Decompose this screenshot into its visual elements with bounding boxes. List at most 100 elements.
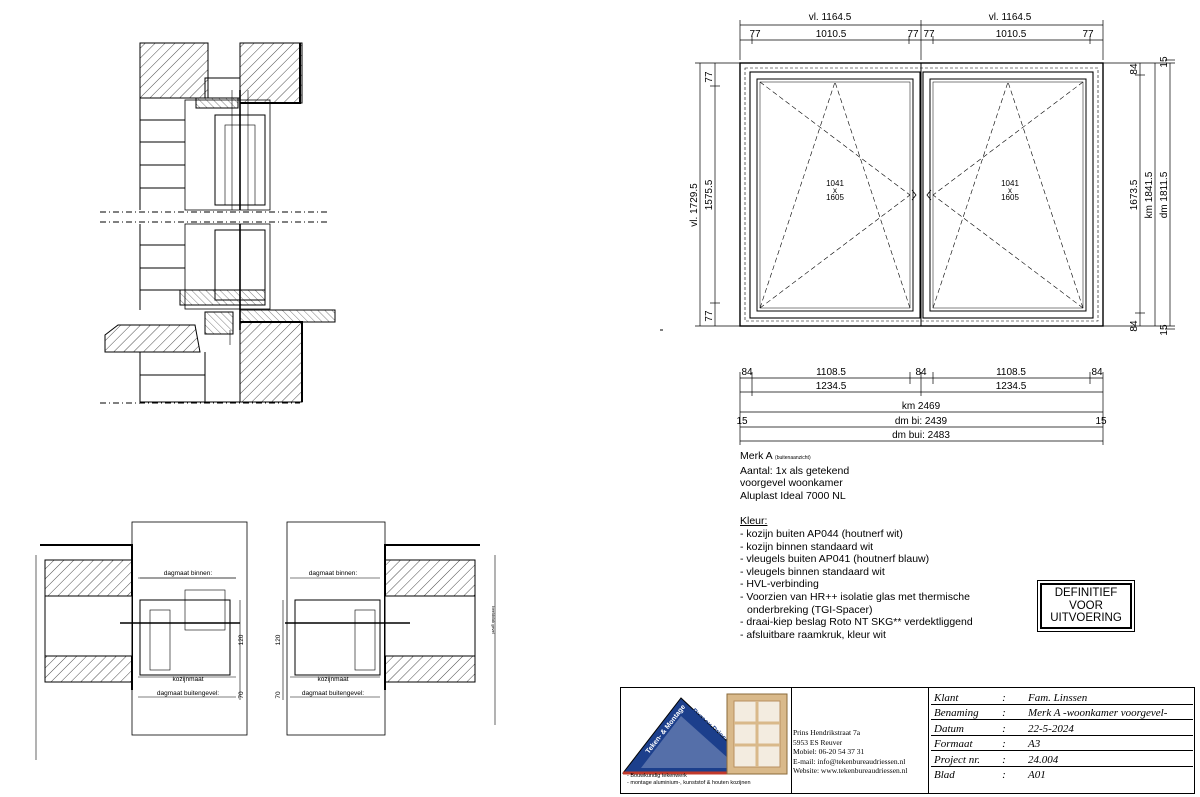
company-address: Prins Hendrikstraat 7a 5953 ES Reuver Mo… (791, 688, 929, 793)
horizontal-section-left (40, 521, 248, 736)
dim-left-top-profile: 77 (704, 71, 715, 83)
dim-bottom-row1: 1108.5 (996, 367, 1026, 378)
dim-bottom-row1: 84 (915, 367, 927, 378)
kleur-item: onderbreking (TGI-Spacer) (747, 603, 873, 616)
dim-left-bottom-profile: 77 (704, 310, 715, 322)
dim-right-km: km 1841.5 (1144, 171, 1155, 218)
notes-title-text: Merk A (740, 450, 773, 462)
address-line: Website: www.tekenbureaudriessen.nl (793, 766, 908, 776)
title-value: Fam. Linssen (1028, 691, 1088, 704)
title-value: A01 (1028, 769, 1046, 781)
label-120-left: 120 (238, 634, 245, 645)
dim-bottom-km: km 2469 (902, 401, 941, 412)
dim-top-seg: 77 (907, 29, 919, 40)
notes-line: Aluplast Ideal 7000 NL (740, 489, 846, 502)
vertical-section-detail (100, 42, 336, 404)
kleur-item: - Voorzien van HR++ isolatie glas met th… (740, 590, 970, 603)
kleur-item: - kozijn binnen standaard wit (740, 540, 874, 553)
label-dagmaat-buitengevel-left: dagmaat buitengevel: (157, 690, 219, 697)
sash-right-width: 1041 (1001, 179, 1019, 188)
stamp-line: VOOR (1069, 599, 1103, 612)
horizontal-section-right (35, 521, 496, 760)
logo-line: - Bouwkundig tekenwerk (627, 773, 687, 779)
label-120-right: 120 (275, 634, 282, 645)
title-block: Teken- & Montage Bureau Driessen - Bouwk… (620, 687, 1195, 794)
definitief-stamp: DEFINITIEF VOOR UITVOERING (1037, 580, 1135, 632)
kleur-item: - vleugels buiten AP041 (houtnerf blauw) (740, 553, 930, 566)
kleur-item: - vleugels binnen standaard wit (740, 565, 885, 578)
label-dagmaat-binnen-right: dagmaat binnen: (309, 570, 358, 577)
sash-left-height: 1605 (826, 193, 844, 202)
kleur-item: - kozijn buiten AP044 (houtnerf wit) (740, 527, 903, 540)
dim-bottom-dm-bui: dm bui: 2483 (892, 430, 950, 441)
kleur-item: - HVL-verbinding (740, 578, 819, 591)
sash-right-x: x (1008, 186, 1012, 195)
dim-right-bottom-profile: 84 (1129, 320, 1140, 332)
title-row-klant: Klant:Fam. Linssen (931, 689, 1193, 705)
logo-line: - montage aluminium-, kunststof & houten… (627, 779, 751, 786)
dim-right-top-profile: 84 (1129, 63, 1140, 75)
address-line: Prins Hendrikstraat 7a (793, 728, 861, 737)
dim-bottom-row1: 1108.5 (816, 367, 846, 378)
dim-top-right-total: vl. 1164.5 (989, 12, 1032, 23)
dim-right-inner: 1673.5 (1129, 179, 1140, 210)
dim-top-seg: 77 (749, 29, 761, 40)
dimension-texts: vl. 1164.5 vl. 1164.5 77 1010.5 77 77 10… (689, 12, 1170, 441)
stamp-line: UITVOERING (1050, 612, 1122, 625)
dim-top-seg: 77 (923, 29, 935, 40)
notes-title-sub: (buitenaanzicht) (775, 455, 811, 461)
notes-line: Aantal: 1x als getekend (740, 464, 850, 477)
label-negge: beeldvlak gevel (491, 606, 496, 634)
title-row-formaat: Formaat:A3 (931, 736, 1193, 751)
window-elevation (660, 62, 1104, 331)
title-value: Merk A -woonkamer voorgevel- (1028, 707, 1168, 719)
kleur-item: - draai-kiep beslag Roto NT SKG** verdek… (740, 616, 973, 629)
kleur-title: Kleur: (740, 515, 768, 528)
dim-left-inner: 1575.5 (704, 179, 715, 210)
dim-bottom-edge-left: 15 (736, 416, 748, 427)
dim-bottom-row2: 1234.5 (816, 381, 847, 392)
title-key: Datum (934, 722, 964, 735)
title-table: Klant:Fam. Linssen Benaming:Merk A -woon… (931, 689, 1193, 781)
label-kozijnmaat-right: kozijnmaat (317, 676, 348, 683)
label-70-right: 70 (275, 691, 282, 699)
notes-block: Merk A (buitenaanzicht) Aantal: 1x als g… (740, 450, 1020, 641)
logo-tagline: - Bouwkundig tekenwerk - montage alumini… (627, 773, 751, 786)
title-row-datum: Datum:22-5-2024 (931, 720, 1193, 736)
dim-bottom-edge-right: 15 (1095, 416, 1107, 427)
title-value: 24.004 (1028, 753, 1059, 766)
section-labels: dagmaat binnen: kozijnmaat dagmaat buite… (140, 570, 496, 699)
title-key: Project nr. (934, 753, 981, 766)
sash-left-x: x (833, 186, 837, 195)
dim-top-seg: 1010.5 (816, 29, 847, 40)
dim-top-seg: 1010.5 (996, 29, 1027, 40)
label-70-left: 70 (238, 691, 245, 699)
dim-bottom-row1: 84 (1091, 367, 1103, 378)
title-row-benaming: Benaming:Merk A -woonkamer voorgevel- (931, 705, 1193, 720)
sash-left-width: 1041 (826, 179, 844, 188)
title-key: Benaming (934, 707, 979, 719)
dim-top-seg: 77 (1082, 29, 1094, 40)
dim-right-dm: dm 1811.5 (1159, 171, 1170, 218)
dim-right-top-edge: 15 (1159, 56, 1170, 68)
sash-right-height: 1605 (1001, 193, 1019, 202)
dim-right-bottom-edge: 15 (1159, 324, 1170, 336)
dim-bottom-row1: 84 (741, 367, 753, 378)
title-row-project: Project nr.:24.004 (931, 751, 1193, 767)
dim-bottom-row2: 1234.5 (996, 381, 1027, 392)
window-photo (726, 693, 788, 775)
company-logo: Teken- & Montage Bureau Driessen - Bouwk… (621, 688, 792, 793)
title-key: Formaat (934, 738, 973, 750)
dim-top-left-total: vl. 1164.5 (809, 12, 852, 23)
label-kozijnmaat-left: kozijnmaat (172, 676, 203, 683)
address-line: Mobiel: 06-20 54 37 31 (793, 747, 865, 757)
kleur-item: - afsluitbare raamkruk, kleur wit (740, 628, 886, 641)
title-value: A3 (1028, 738, 1041, 750)
label-dagmaat-buitengevel-right: dagmaat buitengevel: (302, 690, 364, 697)
address-line: E-mail: info@tekenbureaudriessen.nl (793, 756, 906, 766)
notes-title: Merk A (buitenaanzicht) (740, 450, 1020, 465)
title-key: Klant (934, 691, 959, 704)
dimension-lines (695, 20, 1175, 445)
notes-line: voorgevel woonkamer (740, 477, 843, 490)
